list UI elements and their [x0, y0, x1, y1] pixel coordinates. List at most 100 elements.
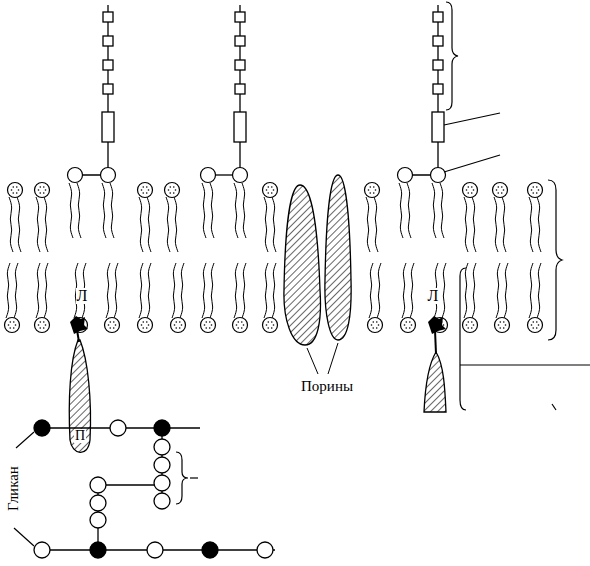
lipid-tail: [210, 183, 214, 238]
head-dot: [376, 327, 378, 329]
head-dot: [271, 192, 273, 194]
head-dot: [146, 321, 148, 323]
core-oligosaccharide: [102, 112, 114, 142]
leader-line: [16, 432, 34, 448]
lipid-tail: [180, 263, 184, 318]
n-acetylglucosamine: [154, 457, 170, 473]
tick-mark: [190, 477, 198, 478]
leader-line: [307, 348, 318, 374]
lipid-tail: [264, 197, 268, 252]
head-dot: [498, 324, 500, 326]
head-dot: [173, 186, 175, 188]
tick-mark: [552, 404, 556, 410]
lipid-tail: [529, 263, 533, 318]
head-dot: [271, 321, 273, 323]
head-dot: [39, 327, 41, 329]
head-dot: [169, 186, 171, 188]
sugar-unit: [103, 12, 113, 22]
head-dot: [267, 186, 269, 188]
head-dot: [141, 189, 143, 191]
lipid-tail: [472, 263, 476, 318]
lipid-head: [201, 168, 216, 183]
n-acetylmuramic-acid: [90, 542, 106, 558]
head-dot: [146, 327, 148, 329]
head-dot: [142, 327, 144, 329]
lipid-head: [368, 318, 383, 333]
head-dot: [243, 324, 245, 326]
part-name: Гликан: [6, 465, 21, 512]
head-dot: [471, 192, 473, 194]
head-dot: [209, 321, 211, 323]
lipid-tail: [242, 263, 246, 318]
lipid-head: [68, 168, 83, 183]
lipid-tail: [174, 197, 178, 252]
head-dot: [501, 192, 503, 194]
lipoprotein-bracket: [460, 268, 466, 410]
lipoprotein: [424, 352, 446, 412]
lipid-tail: [202, 183, 206, 238]
lipid-tail: [77, 183, 81, 238]
sugar-unit: [103, 84, 113, 94]
head-dot: [532, 321, 534, 323]
lipid-tail: [374, 197, 378, 252]
head-dot: [18, 189, 20, 191]
n-acetylglucosamine: [90, 512, 106, 528]
lipid-tail: [114, 263, 118, 318]
head-dot: [532, 186, 534, 188]
lipid-anchor: [70, 316, 88, 334]
head-dot: [503, 327, 505, 329]
lipid-tail: [464, 263, 468, 318]
head-dot: [113, 327, 115, 329]
head-dot: [109, 327, 111, 329]
head-dot: [241, 327, 243, 329]
lipid-tail: [36, 197, 40, 252]
head-dot: [371, 324, 373, 326]
head-dot: [45, 189, 47, 191]
lipoprotein-link: [77, 330, 79, 342]
head-dot: [503, 321, 505, 323]
head-dot: [538, 324, 540, 326]
head-dot: [466, 189, 468, 191]
head-dot: [146, 186, 148, 188]
lipid-tail: [166, 197, 170, 252]
head-dot: [372, 327, 374, 329]
lipid-head: [165, 183, 180, 198]
lipid-head: [8, 183, 23, 198]
lipid-head: [35, 318, 50, 333]
lipid-tail: [402, 263, 406, 318]
sugar-unit: [235, 84, 245, 94]
head-dot: [499, 321, 501, 323]
head-dot: [205, 327, 207, 329]
lipid-head: [463, 318, 478, 333]
lipid-tail: [234, 183, 238, 238]
core-oligosaccharide: [234, 112, 246, 142]
head-dot: [499, 327, 501, 329]
head-dot: [532, 327, 534, 329]
sugar-unit: [433, 84, 443, 94]
head-dot: [409, 321, 411, 323]
head-dot: [467, 327, 469, 329]
lipid-head: [138, 318, 153, 333]
head-dot: [531, 324, 533, 326]
lipid-tail: [36, 263, 40, 318]
leader-line: [444, 155, 500, 172]
n-acetylglucosamine: [154, 439, 170, 455]
head-dot: [43, 327, 45, 329]
head-dot: [473, 189, 475, 191]
lipid-head: [201, 318, 216, 333]
lipid-tail: [14, 263, 18, 318]
lipid-tail: [472, 197, 476, 252]
head-dot: [146, 192, 148, 194]
head-dot: [8, 324, 10, 326]
head-dot: [148, 189, 150, 191]
lipid-head: [233, 168, 248, 183]
core-oligosaccharide: [432, 112, 444, 142]
head-dot: [148, 324, 150, 326]
head-dot: [9, 327, 11, 329]
head-dot: [536, 186, 538, 188]
head-dot: [108, 324, 110, 326]
lipid-tail: [432, 183, 436, 238]
outer-membrane-bracket: [548, 180, 562, 340]
head-dot: [369, 192, 371, 194]
lipid-head: [101, 168, 116, 183]
